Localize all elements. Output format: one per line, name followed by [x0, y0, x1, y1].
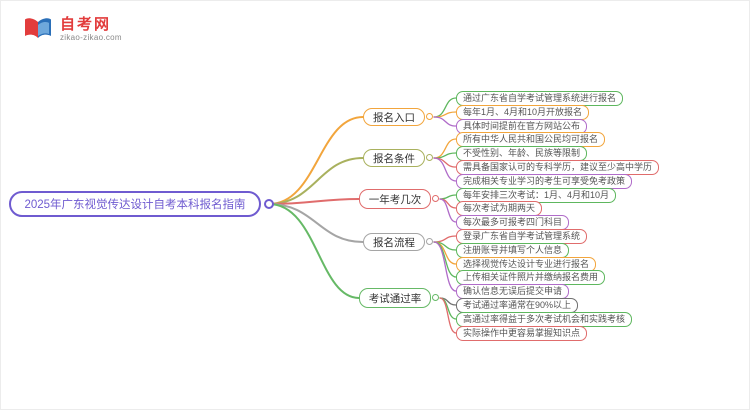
connector-root-branch	[268, 203, 364, 243]
connector-root-branch	[268, 116, 364, 205]
root-node-label: 2025年广东视觉传达设计自考本科报名指南	[24, 199, 246, 211]
branch-label: 报名条件	[373, 152, 415, 165]
logo-domain: zikao-zikao.com	[60, 32, 122, 42]
leaf-node[interactable]: 注册账号并填写个人信息	[456, 243, 570, 258]
branch-label: 考试通过率	[368, 292, 422, 305]
connector-branch-leaf	[433, 157, 457, 168]
connector-branch-leaf	[433, 235, 457, 243]
leaf-node[interactable]: 所有中华人民共和国公民均可报名	[456, 132, 606, 147]
collapse-handle[interactable]	[426, 154, 433, 161]
connector-branch-leaf	[439, 297, 457, 334]
collapse-handle[interactable]	[432, 195, 439, 202]
leaf-node[interactable]: 高通过率得益于多次考试机会和实践考核	[456, 312, 633, 327]
connector-root-branch	[268, 157, 364, 205]
leaf-node[interactable]: 登录广东省自学考试管理系统	[456, 229, 588, 244]
branch-registration-process[interactable]: 报名流程	[363, 233, 425, 251]
connector-branch-leaf	[433, 152, 457, 159]
collapse-handle[interactable]	[426, 238, 433, 245]
branch-registration-entrance[interactable]: 报名入口	[363, 108, 425, 126]
leaf-node[interactable]: 上传相关证件照片并缴纳报名费用	[456, 270, 606, 285]
leaf-node[interactable]: 完成相关专业学习的考生可享受免考政策	[456, 174, 633, 189]
connector-root-branch	[268, 198, 360, 205]
root-node[interactable]: 2025年广东视觉传达设计自考本科报名指南	[9, 191, 261, 217]
branch-exams-per-year[interactable]: 一年考几次	[359, 189, 431, 209]
leaf-node[interactable]: 每次最多可报考四门科目	[456, 215, 570, 230]
connector-branch-leaf	[433, 241, 457, 278]
leaf-node[interactable]: 通过广东省自学考试管理系统进行报名	[456, 91, 624, 106]
leaf-node[interactable]: 确认信息无误后提交申请	[456, 284, 570, 299]
connector-branch-leaf	[433, 116, 457, 127]
connector-branch-leaf	[433, 157, 457, 182]
branch-registration-conditions[interactable]: 报名条件	[363, 149, 425, 167]
collapse-handle-root[interactable]	[264, 199, 274, 209]
branch-label: 报名流程	[373, 236, 415, 249]
connector-branch-leaf	[439, 194, 457, 200]
site-logo: 自考网 zikao-zikao.com	[23, 15, 122, 43]
connector-branch-leaf	[439, 198, 457, 223]
leaf-node[interactable]: 实际操作中更容易掌握知识点	[456, 326, 588, 341]
leaf-node[interactable]: 需具备国家认可的专科学历，建议至少高中学历	[456, 160, 660, 175]
branch-label: 一年考几次	[368, 193, 422, 206]
leaf-node[interactable]: 考试通过率通常在90%以上	[456, 298, 579, 313]
collapse-handle[interactable]	[426, 113, 433, 120]
collapse-handle[interactable]	[432, 294, 439, 301]
logo-brand: 自考网	[60, 15, 112, 33]
branch-label: 报名入口	[373, 111, 415, 124]
connector-branch-leaf	[433, 241, 457, 292]
leaf-node[interactable]: 每次考试为期两天	[456, 201, 543, 216]
connector-root-branch	[268, 203, 360, 299]
leaf-node[interactable]: 每年1月、4月和10月开放报名	[456, 105, 590, 120]
branch-pass-rate[interactable]: 考试通过率	[359, 288, 431, 308]
leaf-node[interactable]: 不受性别、年龄、民族等限制	[456, 146, 588, 161]
connector-branch-leaf	[433, 111, 457, 118]
logo-book-icon	[23, 15, 53, 43]
